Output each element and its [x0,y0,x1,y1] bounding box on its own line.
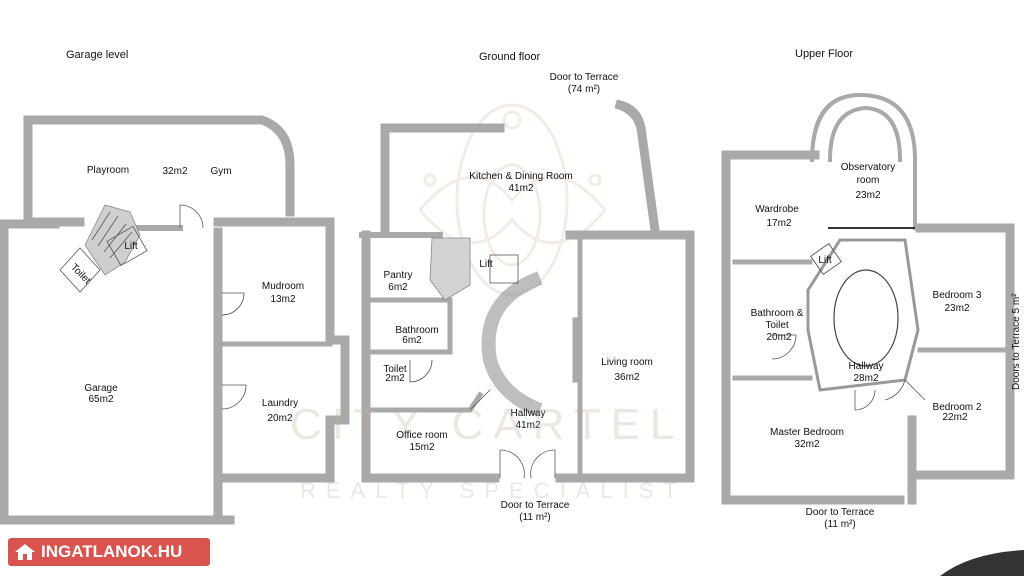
watermark-line1: CITY CARTEL [290,400,685,449]
garage-level-walls [0,115,350,525]
room-area-ground-bathroom: 6m2 [402,335,422,346]
door-label-upper-side-terrace: Doors to Terrace 5 m² [1011,293,1022,390]
door-label-upper-terrace: Door to Terrace [805,507,875,518]
room-area-upper-bathroom: 20m2 [766,332,792,343]
room-area-office: 15m2 [409,442,435,453]
door-label-terrace-top: Door to Terrace [549,72,619,83]
room-label-upper-bathroom: Bathroom & [750,308,804,319]
room-area-ground-toilet: 2m2 [385,373,405,384]
source-badge-text: INGATLANOK.HU [41,542,183,561]
room-label-mudroom: Mudroom [261,281,305,292]
room-label-ground-bathroom: Bathroom [395,325,439,336]
room-label-living: Living room [601,357,653,368]
room-label-wardrobe: Wardrobe [755,204,799,215]
door-area-terrace-bottom: (11 m²) [519,512,551,523]
room-label-gym: Gym [210,166,232,177]
room-area-bedroom3: 23m2 [944,303,970,314]
room-area-master-bedroom: 32m2 [794,439,820,450]
door-area-terrace-top: (74 m²) [567,84,601,95]
room-label-laundry: Laundry [261,398,299,409]
house-icon [14,542,36,562]
ground-stairs [429,237,543,417]
room-area-laundry: 20m2 [267,413,293,424]
room-label-bedroom2: Bedroom 2 [932,402,982,413]
room-label-master-bedroom: Master Bedroom [770,427,844,438]
upper-floor-title: Upper Floor [795,48,854,60]
ground-floor-title: Ground floor [479,51,541,63]
room-label-upper-bathroom-2: Toilet [765,320,789,331]
upper-inner-shapes [806,227,920,392]
source-badge[interactable]: INGATLANOK.HU [8,538,210,566]
room-area-playroom: 32m2 [162,166,188,177]
room-area-mudroom: 13m2 [270,294,296,305]
ground-floor-walls [359,99,695,483]
garage-doors [179,204,247,410]
room-label-ground-lift: Lift [479,259,493,270]
room-area-upper-hallway: 28m2 [853,373,879,384]
upper-floor-walls [721,92,1015,505]
room-label-office: Office room [396,430,448,441]
room-label-ground-hallway: Hallway [510,408,546,419]
room-area-ground-hallway: 41m2 [515,420,541,431]
upper-doors [771,334,926,411]
door-area-upper-terrace: (11 m²) [824,519,856,530]
corner-decoration [940,550,1024,576]
room-label-upper-lift: Lift [818,255,832,266]
door-label-terrace-bottom: Door to Terrace [500,500,570,511]
room-label-kitchen: Kitchen & Dining Room [469,171,573,182]
room-label-ground-toilet: Toilet [383,364,407,375]
garage-lift-stair [59,204,148,293]
room-area-observatory: 23m2 [855,190,881,201]
watermark-line2: REALTY SPECIALIST [300,478,687,503]
ground-doors [409,359,556,479]
room-label-observatory: Observatory [840,162,896,173]
room-area-kitchen: 41m2 [508,183,534,194]
room-area-garage: 65m2 [88,394,114,405]
room-label-upper-hallway: Hallway [848,361,884,372]
room-area-living: 36m2 [614,372,640,383]
room-label-playroom: Playroom [86,165,130,176]
room-label-pantry: Pantry [383,270,413,281]
room-label-observatory-2: room [856,175,880,186]
room-area-bedroom2: 22m2 [942,412,968,423]
room-label-garage-lift: Lift [124,241,138,252]
room-label-bedroom3: Bedroom 3 [932,290,982,301]
room-area-pantry: 6m2 [388,282,408,293]
garage-level-title: Garage level [66,49,129,61]
room-area-wardrobe: 17m2 [766,218,792,229]
room-label-garage: Garage [84,383,118,394]
